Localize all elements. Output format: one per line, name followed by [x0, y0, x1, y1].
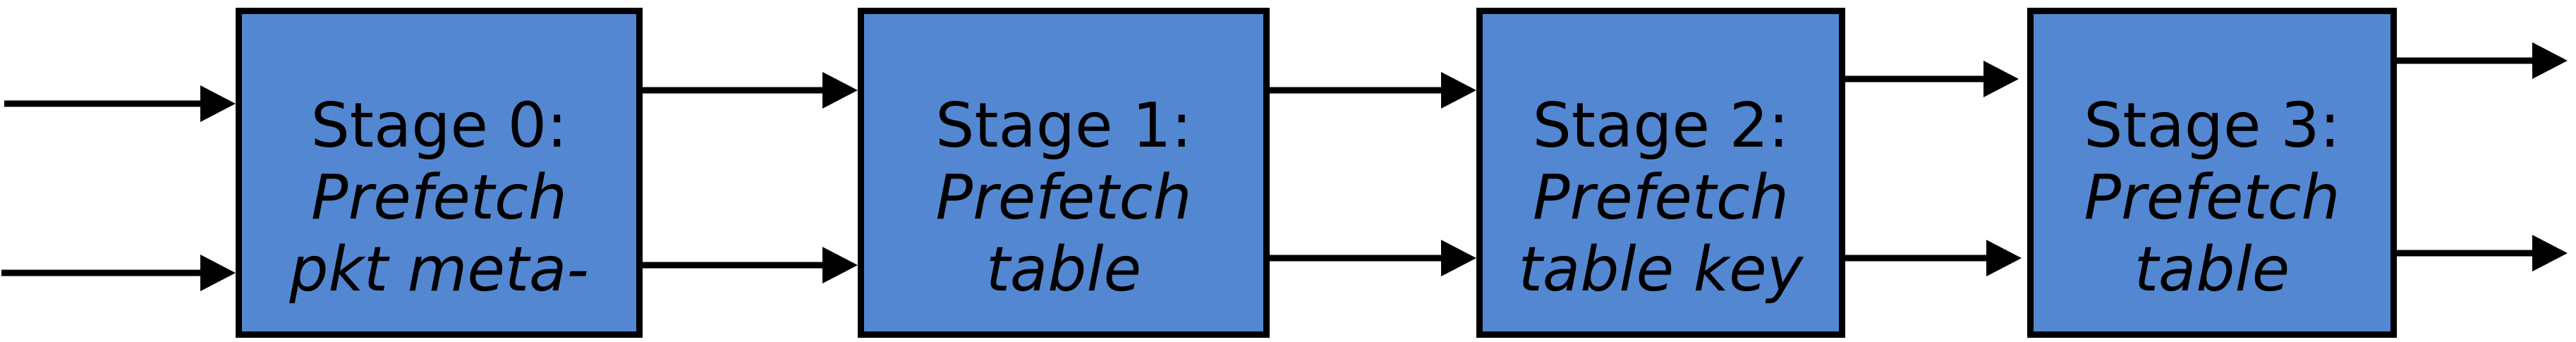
arrow-stage-1-to-stage-2-top [1268, 72, 1476, 109]
arrow-input-to-stage-0-top [4, 85, 236, 122]
stage-1-subtitle-line-2: table [985, 233, 1142, 305]
stage-1-box: Stage 1: Prefetch table [858, 8, 1270, 338]
stage-0-subtitle-line-1: Prefetch [311, 161, 567, 233]
arrow-stage-2-to-stage-3-bottom [1845, 240, 2022, 276]
arrow-input-to-stage-0-bottom [1, 255, 236, 291]
arrow-stage-2-to-stage-3-top [1844, 61, 2019, 97]
stage-0-title: Stage 0: [310, 90, 568, 161]
arrow-stage-3-to-output-top [2395, 42, 2568, 79]
stage-3-subtitle-line-1: Prefetch [2084, 161, 2340, 233]
stage-3-title: Stage 3: [2084, 90, 2340, 161]
arrow-stage-0-to-stage-1-top [641, 72, 858, 109]
arrow-stage-0-to-stage-1-bottom [641, 247, 858, 283]
stage-0-subtitle-line-2: pkt meta- [289, 233, 589, 305]
stage-3-box: Stage 3: Prefetch table [2027, 8, 2397, 338]
arrow-stage-1-to-stage-2-bottom [1268, 240, 1476, 276]
stage-2-subtitle-line-1: Prefetch [1533, 161, 1789, 233]
stage-2-title: Stage 2: [1532, 90, 1790, 161]
stage-1-title: Stage 1: [935, 90, 1192, 161]
stage-3-subtitle-line-2: table [2134, 233, 2290, 305]
stage-1-subtitle-line-1: Prefetch [935, 161, 1192, 233]
stage-2-box: Stage 2: Prefetch table key [1476, 8, 1845, 338]
stage-2-subtitle-line-2: table key [1518, 233, 1804, 305]
arrow-stage-3-to-output-bottom [2395, 235, 2568, 271]
stage-0-box: Stage 0: Prefetch pkt meta- [236, 8, 643, 338]
